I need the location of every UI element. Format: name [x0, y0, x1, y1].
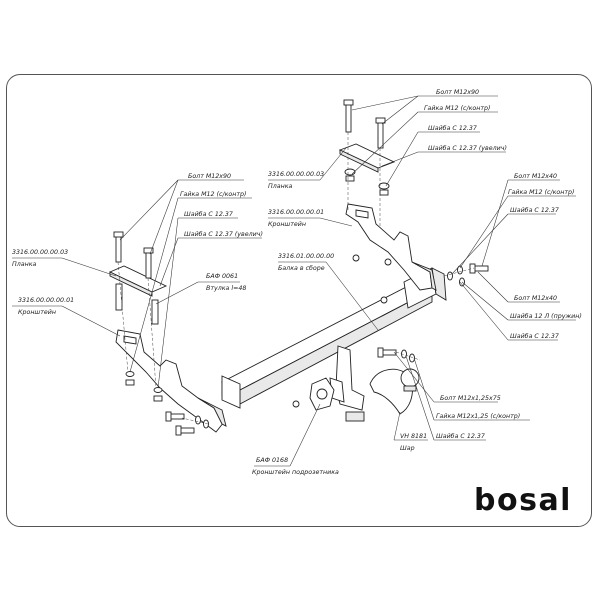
ball-mount-plate	[329, 345, 365, 411]
label-beam-code: 3316.01.00.00.00	[278, 253, 334, 260]
bosal-logo: bosal	[474, 483, 572, 518]
label-ball-nut: Гайка М12х1,25 (с/контр)	[436, 413, 520, 420]
label-plate-right-code: 3316.00.00.00.03	[268, 171, 324, 178]
socket-bracket	[309, 377, 365, 422]
assembly-axes	[117, 132, 475, 425]
label-left-bolt: Болт М12х90	[188, 173, 231, 180]
label-top-right-washer-big: Шайба С 12.37 (увелич)	[428, 144, 507, 152]
left-bolts	[113, 231, 163, 402]
label-bracket-right-name: Кронштейн	[268, 221, 306, 228]
drawing-frame	[6, 74, 592, 527]
beam-assembly	[220, 267, 447, 409]
label-left-washer-big: Шайба С 12.37 (увелич)	[184, 230, 263, 238]
right-plate	[338, 143, 396, 173]
label-side-nut: Гайка М12 (с/контр)	[508, 189, 575, 196]
label-bushing-name: Втулка l=48	[206, 285, 246, 292]
label-socket-name: Кронштейн подрозетника	[252, 469, 339, 476]
side-bolts-right	[352, 254, 489, 287]
left-bracket	[115, 329, 227, 433]
label-side2-spring: Шайба 12 Л (пружин)	[510, 312, 582, 320]
tow-ball	[369, 347, 420, 415]
label-ball-bolt: Болт М12х1,25х75	[440, 395, 501, 402]
right-bracket	[345, 203, 437, 291]
label-top-right-bolt: Болт М12х90	[436, 89, 479, 96]
label-side-bolt: Болт М12х40	[514, 173, 557, 180]
label-side2-bolt: Болт М12х40	[514, 295, 557, 302]
label-ball-washer: Шайба С 12.37	[436, 432, 485, 440]
label-beam-name: Балка в сборе	[278, 264, 325, 272]
label-bushing-code: БАФ 0061	[206, 273, 238, 280]
label-ball-code: VH 8181	[400, 433, 427, 440]
label-socket-code: БАФ 0168	[256, 457, 288, 464]
label-plate-right-name: Планка	[268, 183, 293, 190]
label-left-washer: Шайба С 12.37	[184, 210, 233, 218]
labels: Болт М12х90 Гайка М12 (с/контр) Шайба С …	[12, 89, 582, 476]
label-plate-left-name: Планка	[12, 261, 37, 268]
left-plate	[108, 265, 168, 297]
label-ball-name: Шар	[400, 445, 415, 452]
label-side2-washer: Шайба С 12.37	[510, 332, 559, 340]
label-left-nut: Гайка М12 (с/контр)	[180, 191, 247, 198]
top-bolts	[343, 99, 390, 196]
label-bracket-left-name: Кронштейн	[18, 309, 56, 316]
label-top-right-nut: Гайка М12 (с/контр)	[424, 105, 491, 112]
label-plate-left-code: 3316.00.00.00.03	[12, 249, 68, 256]
label-top-right-washer: Шайба С 12.37	[428, 124, 477, 132]
leader-lines	[12, 95, 576, 467]
side-bolts-left	[165, 296, 388, 436]
label-side-washer: Шайба С 12.37	[510, 206, 559, 214]
label-bracket-left-code: 3316.00.00.00.01	[18, 297, 74, 304]
label-bracket-right-code: 3316.00.00.00.01	[268, 209, 324, 216]
